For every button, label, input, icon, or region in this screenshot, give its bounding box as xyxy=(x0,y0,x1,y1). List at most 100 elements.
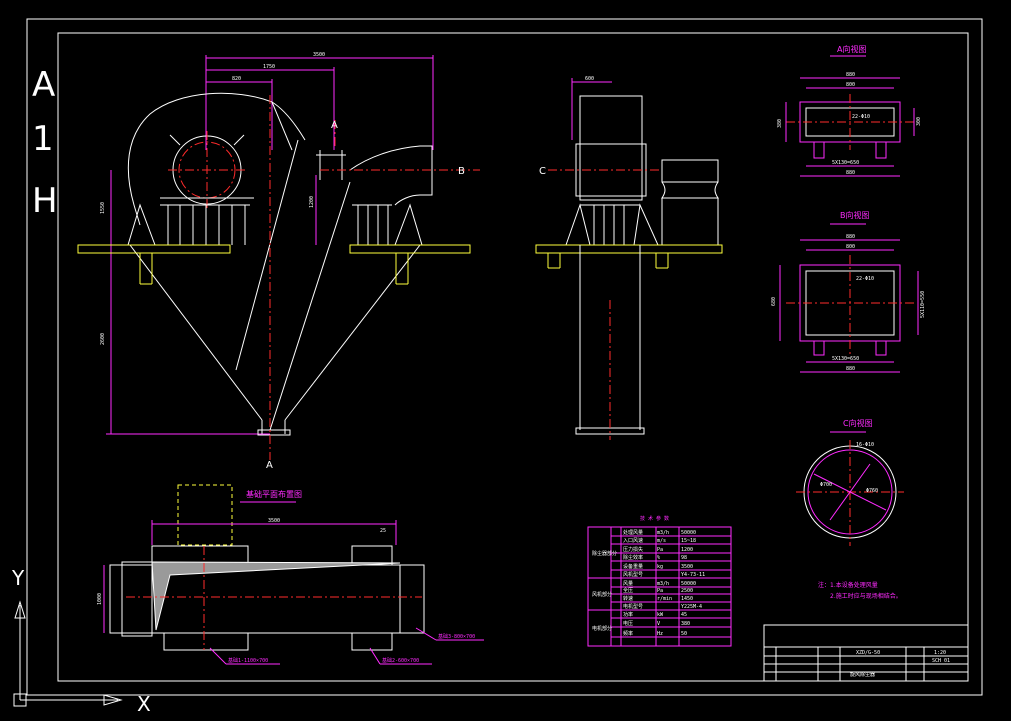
params-cell: 除尘效率 xyxy=(623,554,643,561)
params-cell: 风量 xyxy=(623,580,633,587)
section-c-marker: C xyxy=(539,166,546,177)
ucs-x-label: X xyxy=(137,692,151,716)
layout-title: 基础平面布置图 xyxy=(246,489,302,499)
note-line-1: 1.本设备处理风量 xyxy=(830,581,878,589)
params-cell: 50000 xyxy=(681,581,696,587)
params-group-label: 除尘器部分 xyxy=(592,550,617,557)
section-a-view: A向视图 880 800 380 300 5X130=650 880 22-Φ1… xyxy=(777,44,922,177)
params-cell: 电压 xyxy=(623,620,633,627)
params-cell: 入口风速 xyxy=(623,538,643,544)
leader-label-1: 基础1-1100×700 xyxy=(228,657,268,664)
dim-label: 2600 xyxy=(100,333,106,345)
note-line-2: 2.施工时应与现场相结合。 xyxy=(830,592,902,600)
params-cell: m3/h xyxy=(657,581,669,587)
params-cell: Pa xyxy=(657,588,663,594)
params-cell: 2500 xyxy=(681,588,693,594)
notes-prefix: 注： xyxy=(818,581,830,589)
params-cell: Pa xyxy=(657,547,663,553)
params-cell: 处理风量 xyxy=(623,529,643,536)
foundation-plan-view: 基础平面布置图 3500 25 1000 基础3-800×700 基础1-110… xyxy=(97,484,484,665)
params-group-label: 风机部分 xyxy=(592,591,612,598)
dim-label: 5X130=650 xyxy=(832,356,859,362)
params-cell: 设备重量 xyxy=(623,563,643,570)
params-cell: 50000 xyxy=(681,530,696,536)
params-cell: 380 xyxy=(681,621,690,627)
dim-label: Φ700 xyxy=(820,482,832,488)
dim-label: 5X130=650 xyxy=(832,160,859,166)
title-sheet-no: SCH 01 xyxy=(932,658,950,664)
section-a-bottom-marker: A xyxy=(266,460,273,471)
title-scale: 1:20 xyxy=(934,650,946,656)
notes-block: 注： 1.本设备处理风量 2.施工时应与现场相结合。 xyxy=(818,581,902,600)
params-cell: 功率 xyxy=(623,611,633,618)
title-project: XZD/G-50 xyxy=(856,650,880,656)
dim-label: 880 xyxy=(846,72,855,78)
section-b-title: B向视图 xyxy=(840,210,870,220)
dim-label: 3500 xyxy=(313,52,325,58)
params-cell: 频率 xyxy=(623,630,633,637)
hopper-plan-fill xyxy=(151,561,401,631)
section-c-view: C向视图 Φ700 Φ760 16-Φ10 xyxy=(796,418,904,546)
dim-label: 1750 xyxy=(263,64,275,70)
section-a-top-marker: A xyxy=(331,120,338,131)
dim-label: 1200 xyxy=(309,196,315,208)
params-cell: Y225M-4 xyxy=(681,604,702,610)
section-b-view: B向视图 880 800 680 5X110=550 5X130=650 880… xyxy=(771,210,926,373)
params-cell: 45 xyxy=(681,612,687,618)
right-leg-struts xyxy=(352,204,392,245)
params-cell: 50 xyxy=(681,631,687,637)
params-cell: 电机型号 xyxy=(623,603,643,610)
params-cell: % xyxy=(657,555,660,561)
ucs-y-label: Y xyxy=(11,566,25,590)
title-drawing-name: 旋风除尘器 xyxy=(850,671,875,678)
dim-label: 16-Φ10 xyxy=(856,442,874,448)
params-cell: m/s xyxy=(657,538,666,544)
params-table-title: 技 术 参 数 xyxy=(640,515,669,522)
params-group-label: 电机部分 xyxy=(592,625,612,632)
params-cell: m3/h xyxy=(657,530,669,536)
sheet-letter-a: A xyxy=(32,65,55,105)
dim-label: 880 xyxy=(846,366,855,372)
leader-label-3: 基础3-800×700 xyxy=(438,633,475,640)
params-cell: kg xyxy=(657,564,663,570)
dim-label: 1000 xyxy=(97,593,103,605)
section-b-marker: B xyxy=(458,166,465,177)
params-cell: 3500 xyxy=(681,564,693,570)
params-row-lines xyxy=(611,535,731,638)
title-block: XZD/G-50 旋风除尘器 1:20 SCH 01 xyxy=(763,624,969,682)
params-cell: 转速 xyxy=(623,595,633,602)
params-cell: V xyxy=(657,621,660,627)
dim-label: 1550 xyxy=(100,202,106,214)
leader-label-2: 基础2-600×700 xyxy=(382,657,419,664)
dim-label: 680 xyxy=(771,297,777,306)
front-elevation-view: 3500 1750 820 1550 2600 B xyxy=(77,52,480,471)
dim-label: 600 xyxy=(585,76,594,82)
dim-label: 820 xyxy=(232,76,241,82)
section-a-title: A向视图 xyxy=(837,44,866,54)
section-c-title: C向视图 xyxy=(843,418,873,428)
ucs-icon: X Y xyxy=(11,566,151,716)
params-cell: 98 xyxy=(681,555,687,561)
params-cell: 全压 xyxy=(623,587,633,594)
sheet-letter-h: H xyxy=(32,181,58,221)
params-cell: 压力损失 xyxy=(623,546,643,553)
inner-drawing-frame xyxy=(57,32,969,682)
dim-label: Φ760 xyxy=(866,488,878,494)
parameters-table: 技 术 参 数 除尘器部分 风机部分 电机部分 处理风量 m3/h 50000 入口风… xyxy=(587,515,732,647)
params-cell: kW xyxy=(657,612,664,618)
dim-label: 5X110=550 xyxy=(920,291,926,318)
params-cell: 15~18 xyxy=(681,538,696,544)
dim-label: 300 xyxy=(916,117,922,126)
dim-label: 3500 xyxy=(268,518,280,524)
dim-label: 880 xyxy=(846,234,855,240)
dim-label: 22-Φ10 xyxy=(852,114,870,120)
sheet-letter-1: 1 xyxy=(32,119,54,159)
left-leg-struts xyxy=(160,204,250,245)
params-rows: 处理风量 m3/h 50000 入口风速 m/s 15~18 压力损失 Pa 1200 除尘效率%… xyxy=(623,529,705,637)
params-cell: Y4-73-11 xyxy=(681,572,705,578)
params-cell: 1200 xyxy=(681,547,693,553)
outer-sheet-frame xyxy=(26,18,983,696)
dim-label: 800 xyxy=(846,82,855,88)
params-cell: 1450 xyxy=(681,596,693,602)
